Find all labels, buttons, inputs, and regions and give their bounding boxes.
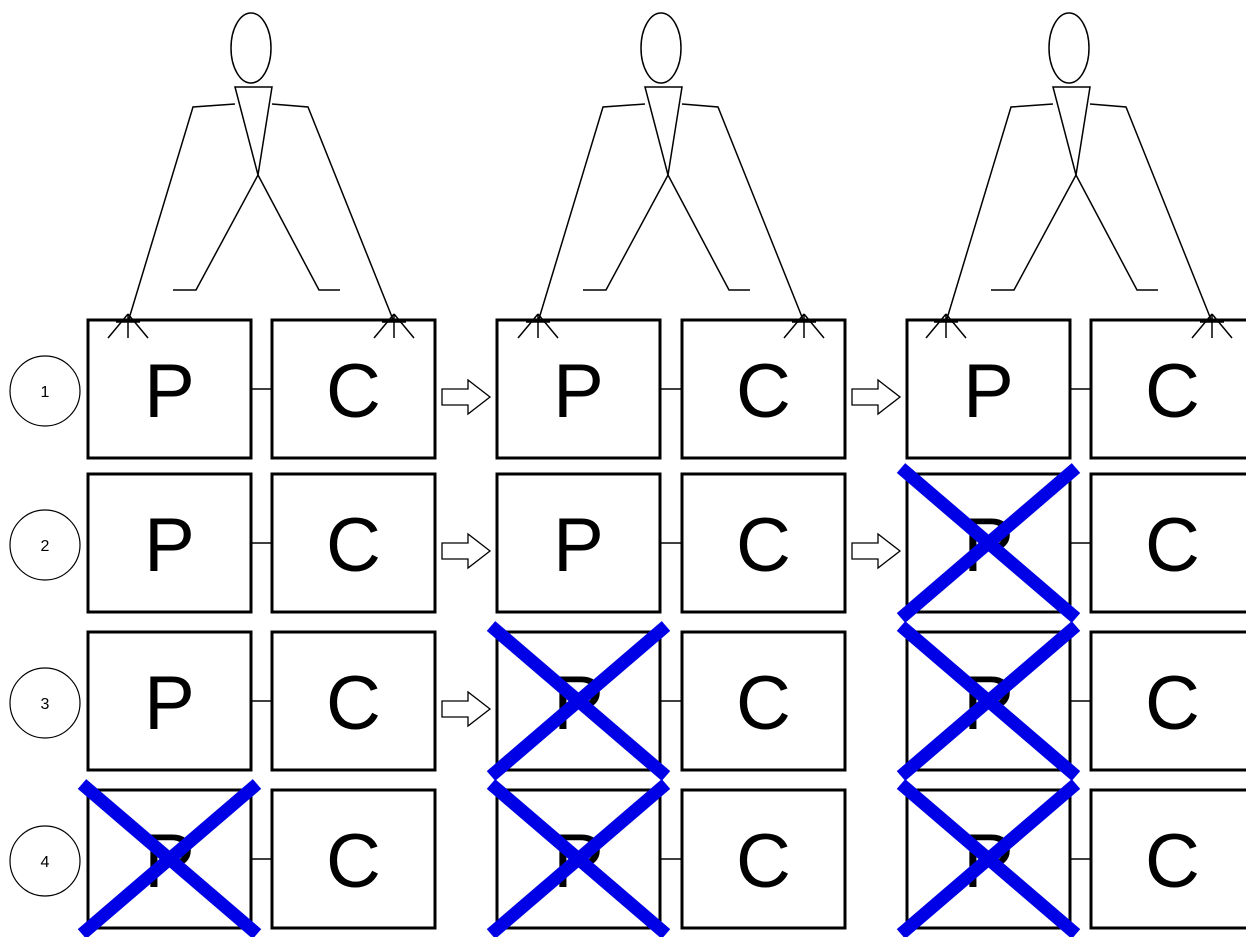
row-2-marker: 2 [9,509,81,581]
figure-left-limb [945,103,1054,323]
figure-right-limb [681,103,805,323]
figure-foot-claw [925,313,967,339]
c-label: C [736,503,791,588]
c-label: C [1145,661,1200,746]
transition-arrow [441,378,492,416]
c-box [1089,630,1246,772]
c-box [1089,788,1246,930]
c-box [680,318,847,460]
c-label: C [736,661,791,746]
row-3-stage-2: PC [486,621,847,781]
row-1-marker: 1 [9,355,81,427]
stick-figure-3 [925,12,1233,339]
p-label: P [144,503,195,588]
c-label: C [1145,503,1200,588]
p-box [86,472,253,614]
p-label: P [144,349,195,434]
p-label: P [553,349,604,434]
p-crossed-out-mark [896,779,1081,937]
stick-figure-2 [517,12,825,339]
transition-arrow [441,532,492,570]
row-number-circle [9,667,81,739]
figure-left-inner-limb [991,174,1077,291]
p-crossed-out-mark [896,463,1081,623]
c-label: C [326,503,381,588]
row-number: 3 [41,696,50,713]
row-number-circle [9,825,81,897]
figure-left-inner-limb [173,174,259,291]
p-box [495,472,662,614]
p-crossed-out-mark [486,779,671,937]
c-box [1089,472,1246,614]
transition-arrow [441,690,492,728]
row-3-stage-3: PC [896,621,1246,781]
row-4-stage-3: PC [896,779,1246,937]
row-number: 1 [41,384,50,401]
p-crossed-out-mark [77,779,262,937]
stick-figure-1 [107,12,415,339]
figure-right-limb [1089,103,1213,323]
figure-torso [644,86,683,176]
figure-left-limb [537,103,646,323]
c-box [680,472,847,614]
c-label: C [736,819,791,904]
row-4-marker: 4 [9,825,81,897]
row-4-stage-1: PC [77,779,437,937]
figure-left-limb [127,103,236,323]
c-box [1089,318,1246,460]
p-label: P [553,503,604,588]
figure-right-limb [271,103,395,323]
figure-foot-claw [517,313,559,339]
row-2-stage-3: PC [896,463,1246,623]
c-label: C [326,819,381,904]
c-label: C [736,349,791,434]
p-label: P [963,349,1014,434]
p-box [86,630,253,772]
c-label: C [326,661,381,746]
figure-head [1048,12,1090,84]
p-crossed-out-mark [486,621,671,781]
c-box [270,472,437,614]
figure-foot-claw [1191,313,1233,339]
c-box [680,788,847,930]
transition-arrow [851,532,902,570]
c-box [270,630,437,772]
row-number: 4 [41,854,50,871]
figure-right-inner-limb [257,174,340,291]
c-box [270,788,437,930]
p-crossed-out-mark [896,621,1081,781]
figure-right-inner-limb [667,174,750,291]
transition-arrow [851,378,902,416]
row-number: 2 [41,538,50,555]
c-box [270,318,437,460]
row-number-circle [9,355,81,427]
c-box [680,630,847,772]
row-4-stage-2: PC [486,779,847,937]
c-label: C [326,349,381,434]
figure-right-inner-limb [1075,174,1158,291]
p-label: P [144,661,195,746]
figure-torso [1052,86,1091,176]
c-label: C [1145,349,1200,434]
figure-foot-claw [783,313,825,339]
figure-foot-claw [373,313,415,339]
row-3-marker: 3 [9,667,81,739]
figure-torso [234,86,273,176]
p-box [495,318,662,460]
p-box [86,318,253,460]
figure-head [230,12,272,84]
c-label: C [1145,819,1200,904]
row-number-circle [9,509,81,581]
p-box [905,318,1072,460]
figure-head [640,12,682,84]
figure-left-inner-limb [583,174,669,291]
figure-foot-claw [107,313,149,339]
